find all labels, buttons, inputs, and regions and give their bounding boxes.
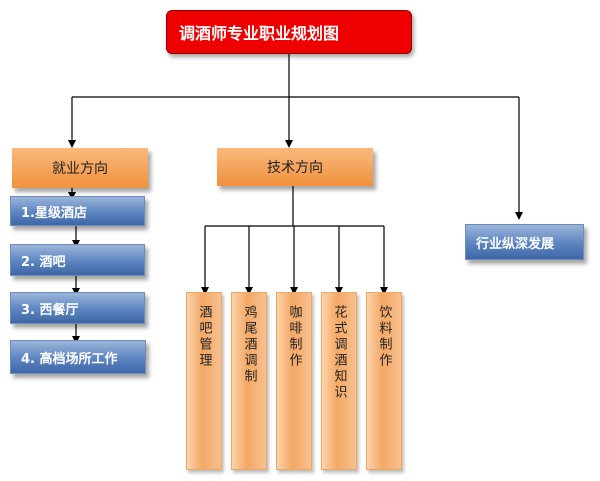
employment-item-western-restaurant: 3. 西餐厅 bbox=[10, 292, 145, 324]
technical-item-bar-management: 酒吧管理 bbox=[186, 292, 222, 470]
branch-technical: 技术方向 bbox=[217, 148, 373, 186]
technical-item-label: 酒吧管理 bbox=[196, 305, 212, 369]
technical-item-label: 饮料制作 bbox=[376, 305, 392, 369]
page-title: 调酒师专业职业规划图 bbox=[166, 10, 412, 54]
technical-item-label: 鸡尾酒调制 bbox=[241, 305, 257, 385]
branch-employment: 就业方向 bbox=[12, 148, 148, 188]
employment-item-star-hotel: 1.星级酒店 bbox=[10, 196, 145, 226]
technical-item-coffee-making: 咖啡制作 bbox=[276, 292, 312, 470]
employment-item-bar: 2. 酒吧 bbox=[10, 244, 145, 276]
technical-item-label: 咖啡制作 bbox=[286, 305, 302, 369]
technical-item-label: 花式调酒知识 bbox=[331, 305, 347, 401]
technical-item-cocktail-mixing: 鸡尾酒调制 bbox=[231, 292, 267, 470]
branch-industry-development: 行业纵深发展 bbox=[465, 224, 584, 260]
technical-item-beverage-making: 饮料制作 bbox=[366, 292, 402, 470]
employment-item-upscale-venues: 4. 高档场所工作 bbox=[10, 340, 146, 374]
technical-item-flair-bartending: 花式调酒知识 bbox=[321, 292, 357, 470]
